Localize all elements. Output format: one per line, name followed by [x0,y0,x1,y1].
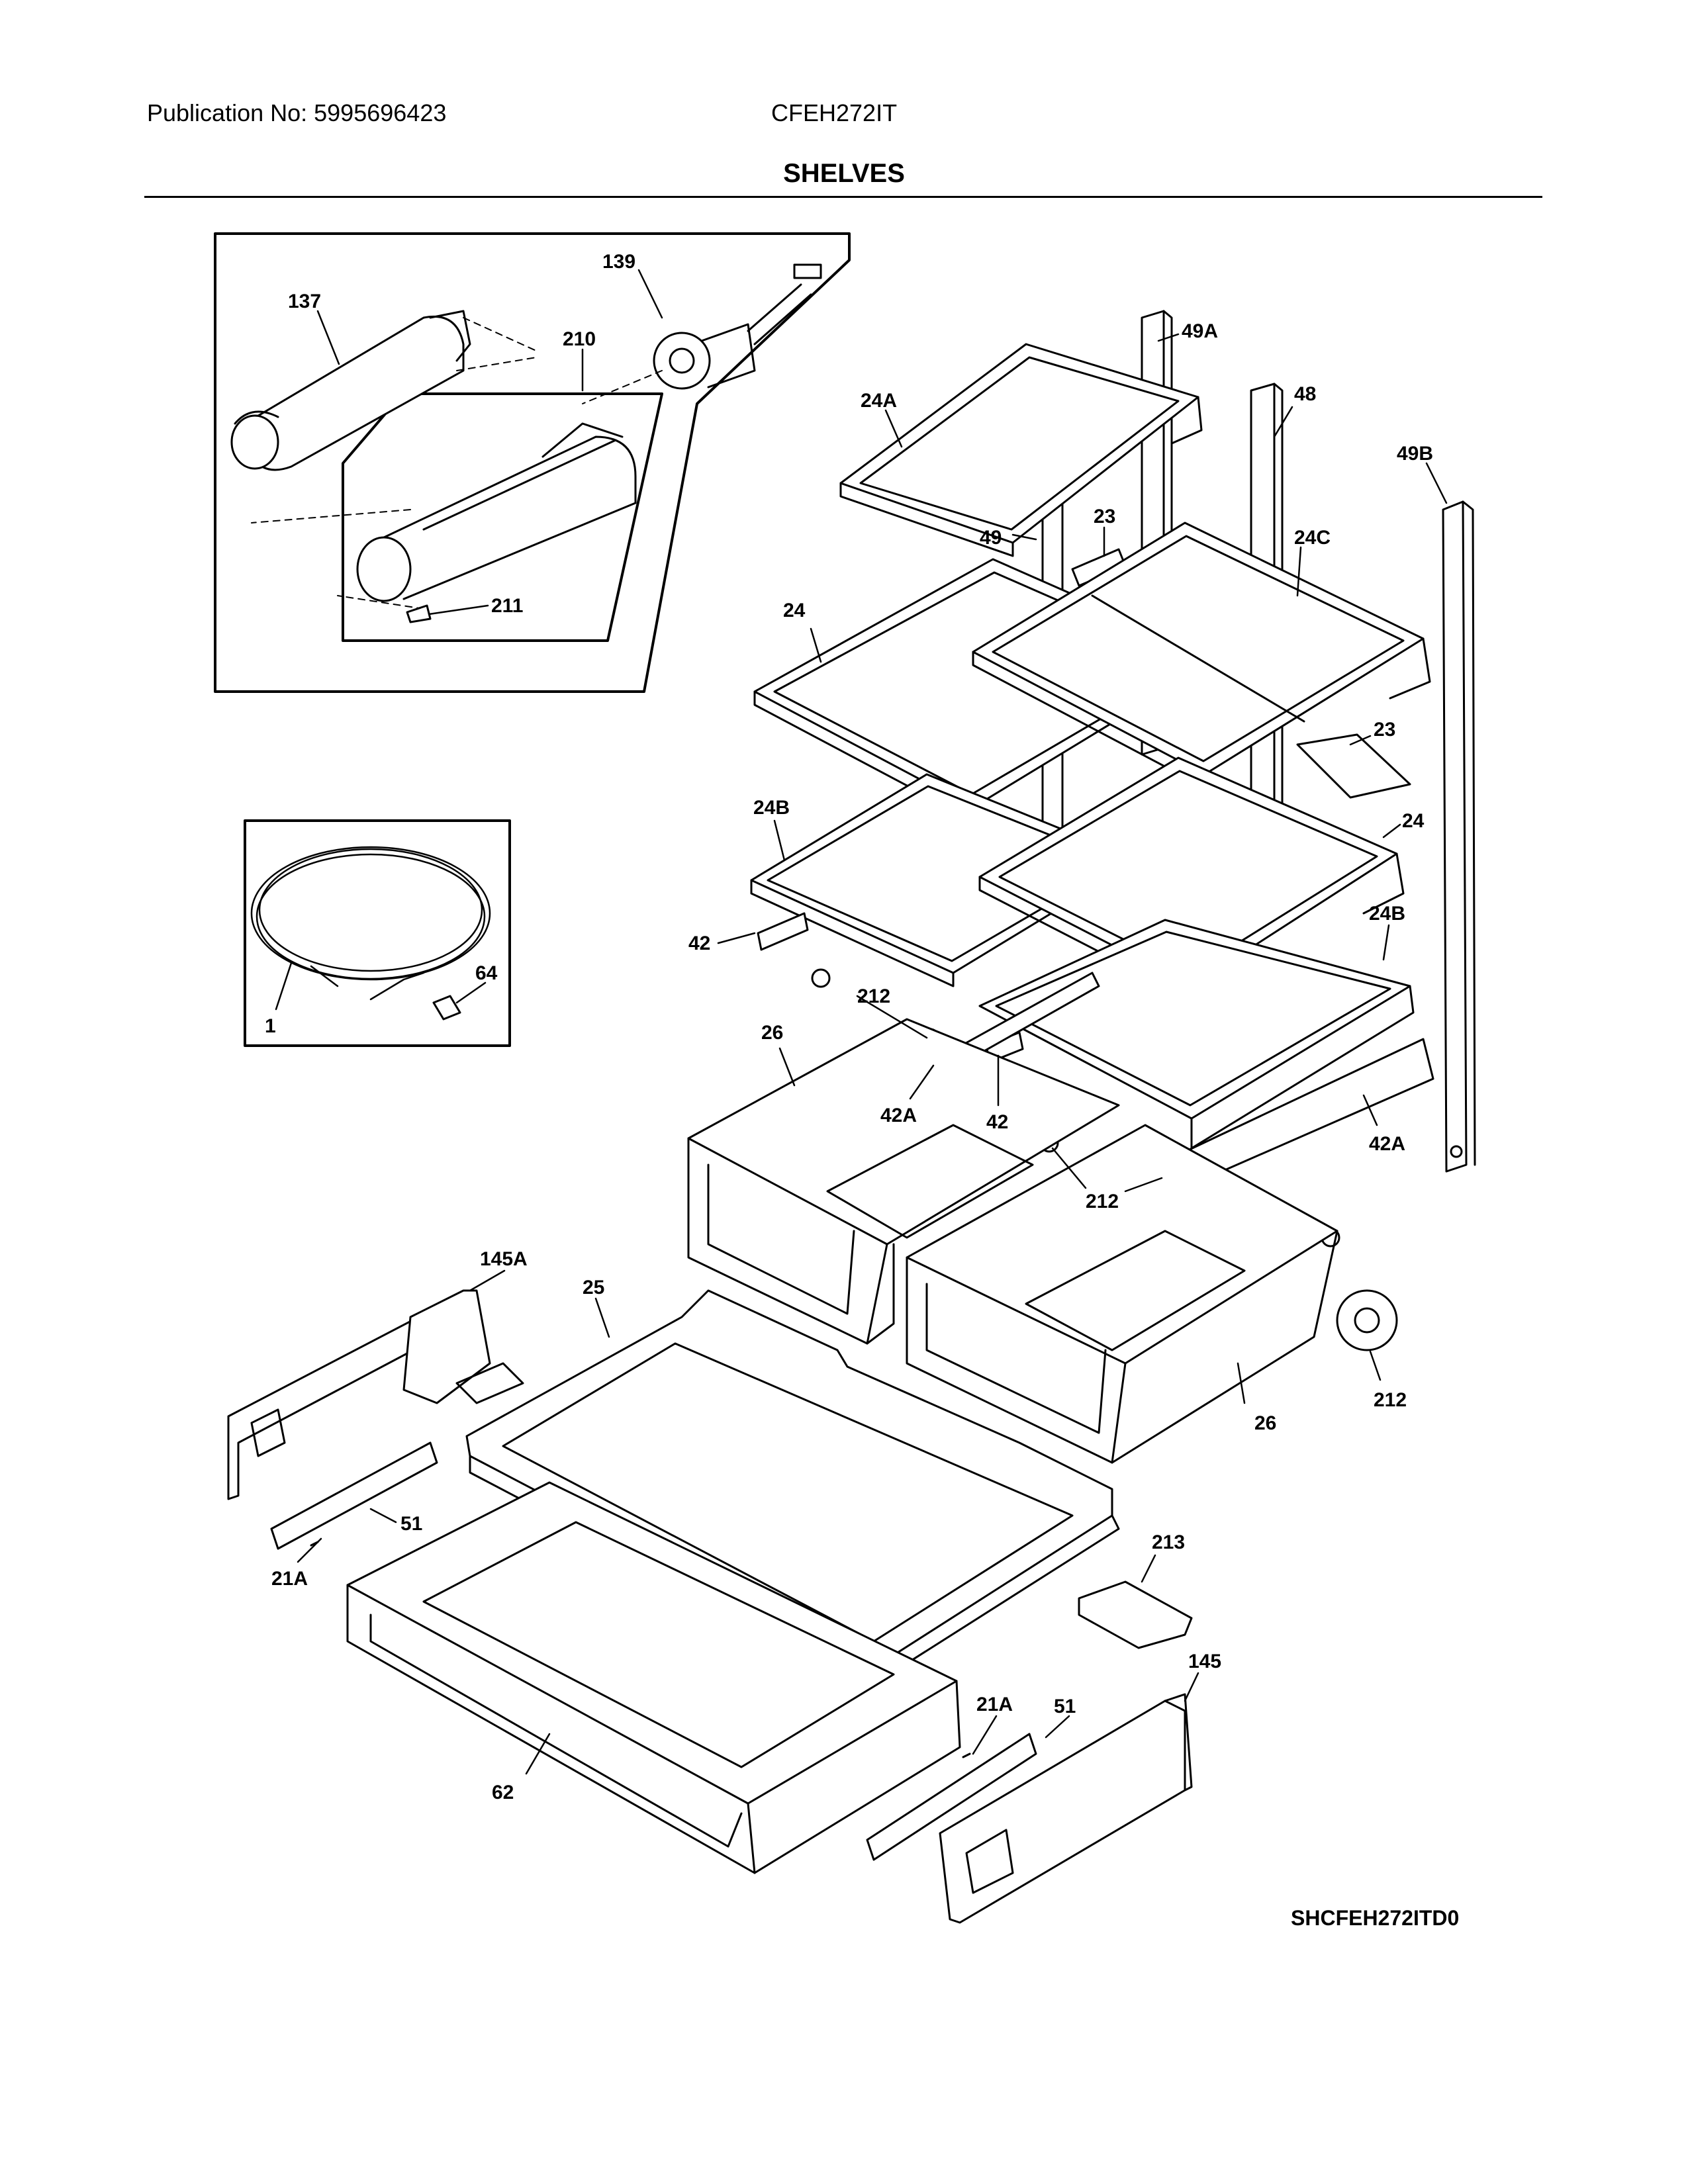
part-label-1: 1 [265,1015,276,1037]
roller-212-detail [1336,1289,1398,1351]
part-label-49B: 49B [1397,443,1433,465]
part-label-24A: 24A [861,390,897,412]
tube-clip [432,995,461,1021]
part-label-213: 213 [1152,1531,1185,1553]
part-label-211: 211 [491,595,523,617]
part-label-212-center: 212 [1086,1191,1119,1212]
part-label-64: 64 [475,962,498,984]
filter-head [582,263,822,404]
part-label-48: 48 [1294,383,1316,405]
part-label-24B-right: 24B [1369,903,1405,925]
pantry-drawer-62 [346,1481,961,1874]
filter-housing [251,422,637,610]
crisper-drawer-26-right [906,1124,1338,1464]
bracket-213 [1078,1580,1193,1649]
roller-212-detail-hub [1354,1307,1380,1334]
part-label-42A-right: 42A [1369,1133,1405,1155]
part-label-26-left: 26 [761,1022,783,1044]
part-label-212-right: 212 [1374,1389,1407,1411]
part-label-24B-left: 24B [753,797,790,819]
part-label-139: 139 [602,251,635,273]
part-label-42-center: 42 [986,1111,1008,1133]
brace-23-lower [1296,733,1411,799]
part-label-212-upper: 212 [857,985,890,1007]
shroud-145 [939,1693,1193,1924]
shroud-145A [227,1289,524,1500]
part-label-51-right: 51 [1054,1696,1076,1717]
part-label-26-right: 26 [1254,1412,1276,1434]
model-number: CFEH272IT [771,99,898,126]
part-label-42-left: 42 [688,933,710,954]
part-label-24-upper: 24 [783,600,806,621]
part-label-42A-left: 42A [880,1105,917,1126]
part-label-23-lower: 23 [1374,719,1395,741]
part-label-24-right: 24 [1402,810,1425,832]
part-label-62: 62 [492,1782,514,1803]
shelf-24C [972,522,1431,789]
screw-21A-right [962,1752,971,1758]
diagram-code: SHCFEH272ITD0 [1291,1906,1460,1930]
part-label-21A-right: 21A [976,1694,1013,1715]
water-filter-cartridge [230,310,537,471]
crisper-drawer-26-left [687,1018,1120,1345]
shelf-24B-right [978,919,1415,1150]
publication-number: Publication No: 5995696423 [147,99,447,126]
header-rule [144,196,1542,198]
part-label-145A: 145A [480,1248,528,1270]
part-label-25: 25 [583,1277,604,1298]
filter-cap [406,604,432,623]
roller-212-a [811,968,831,988]
leader-lines [275,269,1448,1775]
tubing-inset-frame [244,819,511,1047]
water-tubing [250,846,491,1001]
part-label-210: 210 [563,328,596,350]
filter-housing-subframe [342,392,663,642]
section-title: SHELVES [783,159,905,188]
filter-inset-frame [214,232,851,693]
part-label-51-left: 51 [400,1513,422,1535]
part-label-21A-left: 21A [271,1568,308,1590]
trim-51-left [270,1441,438,1550]
rail-49B [1442,500,1476,1173]
part-label-145: 145 [1188,1651,1221,1672]
bracket-42-left [757,912,809,951]
shelf-24A [839,343,1203,557]
part-label-23-upper: 23 [1094,506,1115,527]
crisper-cover-25 [465,1289,1120,1686]
part-label-49A: 49A [1182,320,1218,342]
trim-51-right [866,1733,1037,1861]
part-label-24C: 24C [1294,527,1331,549]
part-label-49: 49 [980,527,1002,549]
part-label-137: 137 [288,291,321,312]
